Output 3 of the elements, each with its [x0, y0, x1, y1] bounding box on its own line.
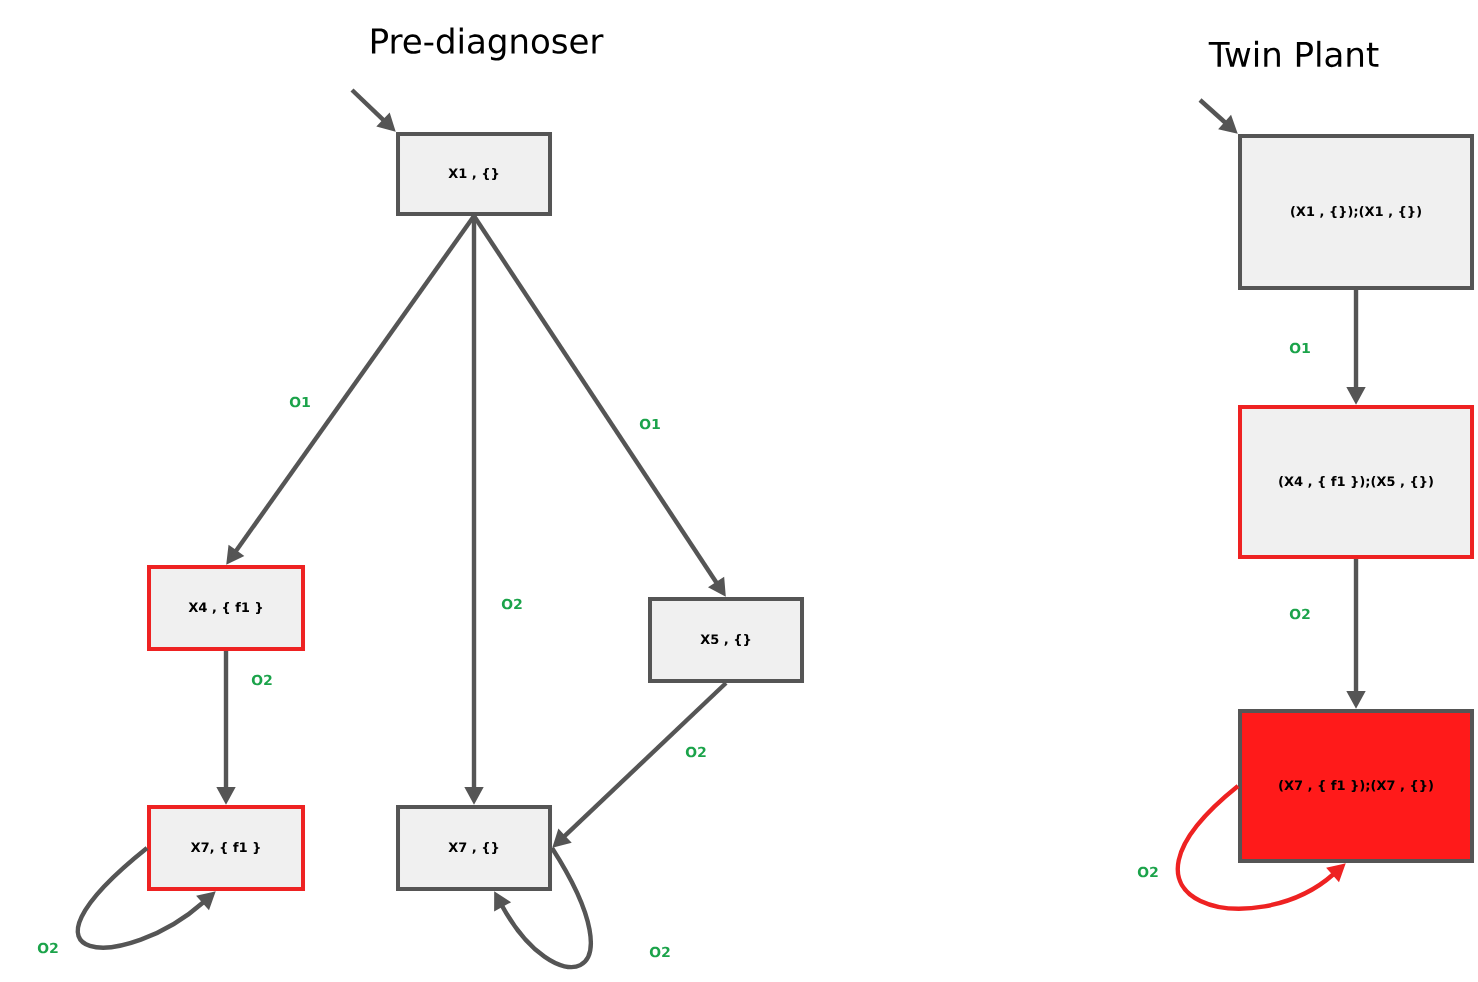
panel-title: Pre-diagnoser — [371, 27, 604, 61]
panel-title: Twin Plant — [1208, 40, 1379, 68]
arrow — [494, 846, 593, 970]
